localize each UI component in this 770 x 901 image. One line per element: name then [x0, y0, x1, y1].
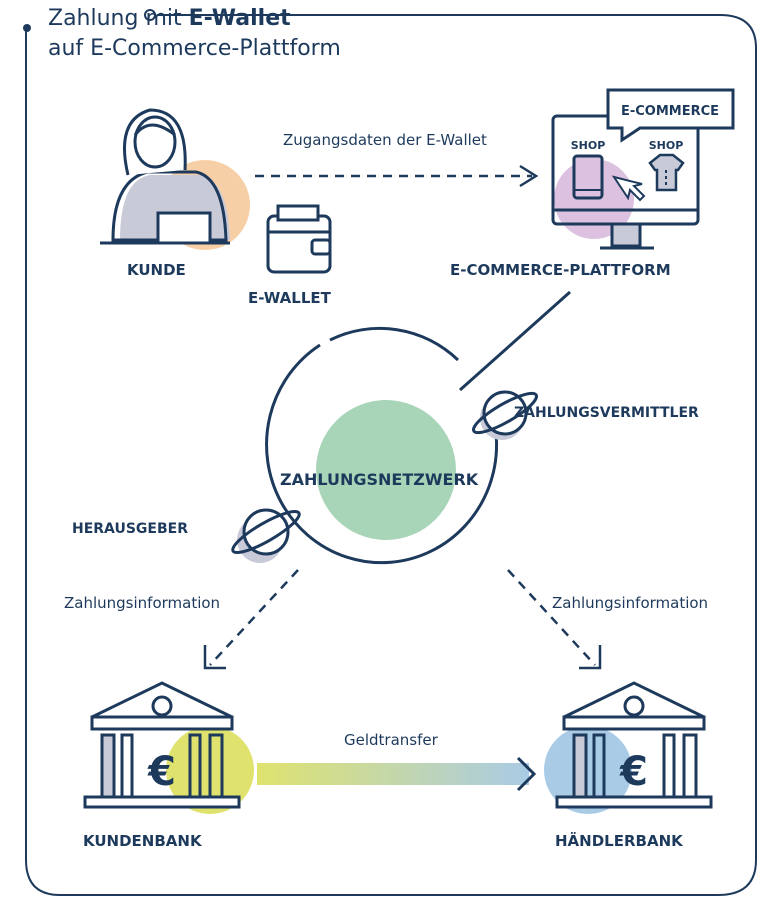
customer-bank-icon: [83, 681, 254, 814]
access-arrow: [255, 164, 539, 188]
monitor-icon: [551, 88, 735, 250]
title-bold: E-Wallet: [188, 6, 291, 31]
label-ewallet: E-WALLET: [248, 289, 331, 307]
label-zahlungsnetzwerk: ZAHLUNGSNETZWERK: [280, 470, 479, 489]
frame-dot: [23, 24, 31, 32]
payment-info-right-arrow: [507, 569, 602, 670]
shop-label-1: SHOP: [571, 139, 606, 152]
payment-info-left-arrow: [203, 569, 299, 670]
customer-bank-euro-symbol: €: [147, 749, 176, 795]
diagram-title: Zahlung mit E-Wallet auf E-Commerce-Plat…: [48, 4, 341, 64]
platform-network-line: [459, 290, 571, 392]
issuer-planet-icon: [231, 508, 301, 563]
label-kunde: KUNDE: [127, 261, 186, 279]
edge-label-zahlungsinfo-right: Zahlungsinformation: [552, 594, 709, 612]
customer-icon: [100, 108, 250, 250]
title-prefix: Zahlung mit: [48, 6, 189, 31]
label-herausgeber: HERAUSGEBER: [72, 521, 188, 537]
intermediary-planet-icon: [472, 390, 538, 440]
merchant-bank-icon: [544, 681, 713, 814]
payment-network-icon: [265, 326, 499, 565]
label-kundenbank: KUNDENBANK: [83, 832, 202, 850]
label-zahlungsvermittler: ZAHLUNGSVERMITTLER: [514, 405, 699, 421]
edge-label-zugangsdaten: Zugangsdaten der E-Wallet: [283, 131, 487, 149]
edge-label-geldtransfer: Geldtransfer: [344, 731, 438, 749]
money-transfer-arrow: [257, 756, 537, 792]
frame: [25, 14, 757, 896]
ecommerce-bubble-label: E-COMMERCE: [621, 104, 719, 119]
title-line2: auf E-Commerce-Plattform: [48, 36, 341, 61]
label-ecommerce-platform: E-COMMERCE-PLATTFORM: [450, 261, 671, 279]
shop-label-2: SHOP: [649, 139, 684, 152]
label-haendlerbank: HÄNDLERBANK: [555, 832, 683, 850]
frame-ring: [144, 9, 156, 21]
wallet-icon: [266, 204, 332, 274]
merchant-bank-euro-symbol: €: [619, 749, 648, 795]
edge-label-zahlungsinfo-left: Zahlungsinformation: [64, 594, 221, 612]
